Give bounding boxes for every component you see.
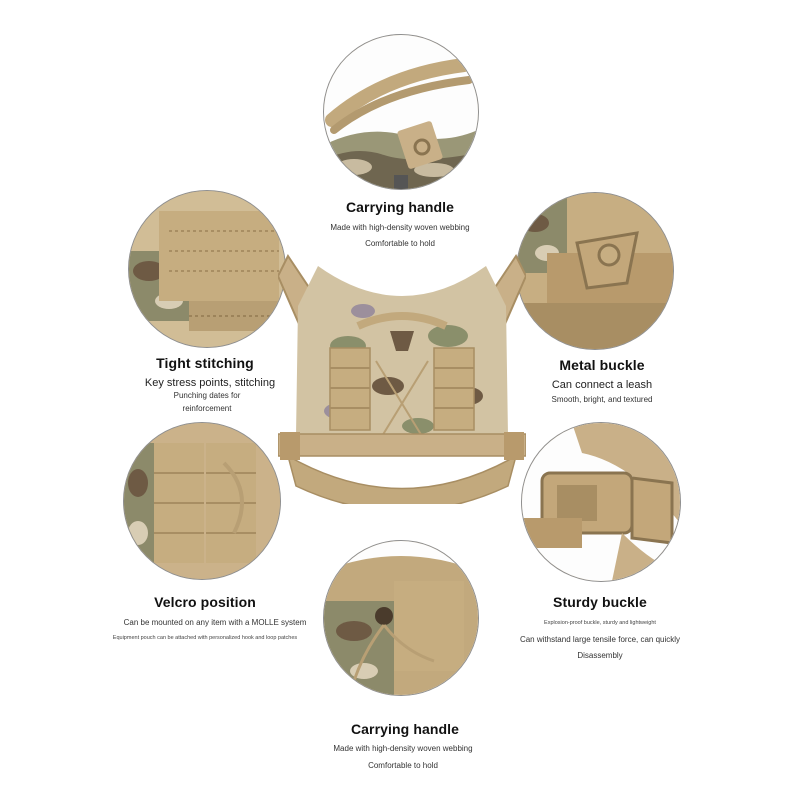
metal-buckle-image: [517, 193, 673, 349]
feature-bottom-line2: Comfortable to hold: [368, 761, 438, 770]
stitching-image: [129, 191, 285, 347]
feature-left-lower-title: Velcro position: [154, 594, 256, 610]
sturdy-buckle-image: [522, 423, 680, 581]
feature-right-upper-line2: Smooth, bright, and textured: [551, 395, 653, 404]
feature-top-line2: Comfortable to hold: [365, 239, 435, 248]
handle-bottom-image: [324, 541, 478, 695]
sturdy-buckle-closeup: [521, 422, 681, 582]
feature-right-lower-title: Sturdy buckle: [553, 594, 647, 610]
feature-left-upper-line2: Punching dates for: [173, 391, 241, 400]
feature-right-lower-line3: Disassembly: [577, 651, 623, 660]
feature-right-upper-title: Metal buckle: [559, 357, 645, 373]
feature-top-line1: Made with high-density woven webbing: [330, 223, 470, 232]
feature-right-lower-line2: Can withstand large tensile force, can q…: [519, 635, 681, 644]
feature-left-upper-title: Tight stitching: [156, 355, 254, 371]
feature-top-title: Carrying handle: [345, 199, 455, 215]
metal-buckle-closeup: [516, 192, 674, 350]
feature-left-upper-line1: Key stress points, stitching: [144, 377, 276, 389]
carrying-handle-closeup-top: [323, 34, 479, 190]
velcro-image: [124, 423, 280, 579]
feature-right-upper-line1: Can connect a leash: [551, 379, 653, 391]
velcro-position-closeup: [123, 422, 281, 580]
feature-right-lower-line1: Explosion-proof buckle, sturdy and light…: [544, 620, 656, 626]
tight-stitching-closeup: [128, 190, 286, 348]
carrying-handle-closeup-bottom: [323, 540, 479, 696]
feature-left-upper-line3: reinforcement: [182, 404, 232, 413]
feature-bottom-title: Carrying handle: [350, 721, 460, 737]
feature-left-lower-line2: Equipment pouch can be attached with per…: [112, 635, 298, 641]
feature-left-lower-line1: Can be mounted on any item with a MOLLE …: [123, 618, 307, 627]
handle-top-image: [324, 35, 478, 189]
feature-bottom-line1: Made with high-density woven webbing: [333, 744, 473, 753]
harness-illustration: [278, 254, 526, 504]
